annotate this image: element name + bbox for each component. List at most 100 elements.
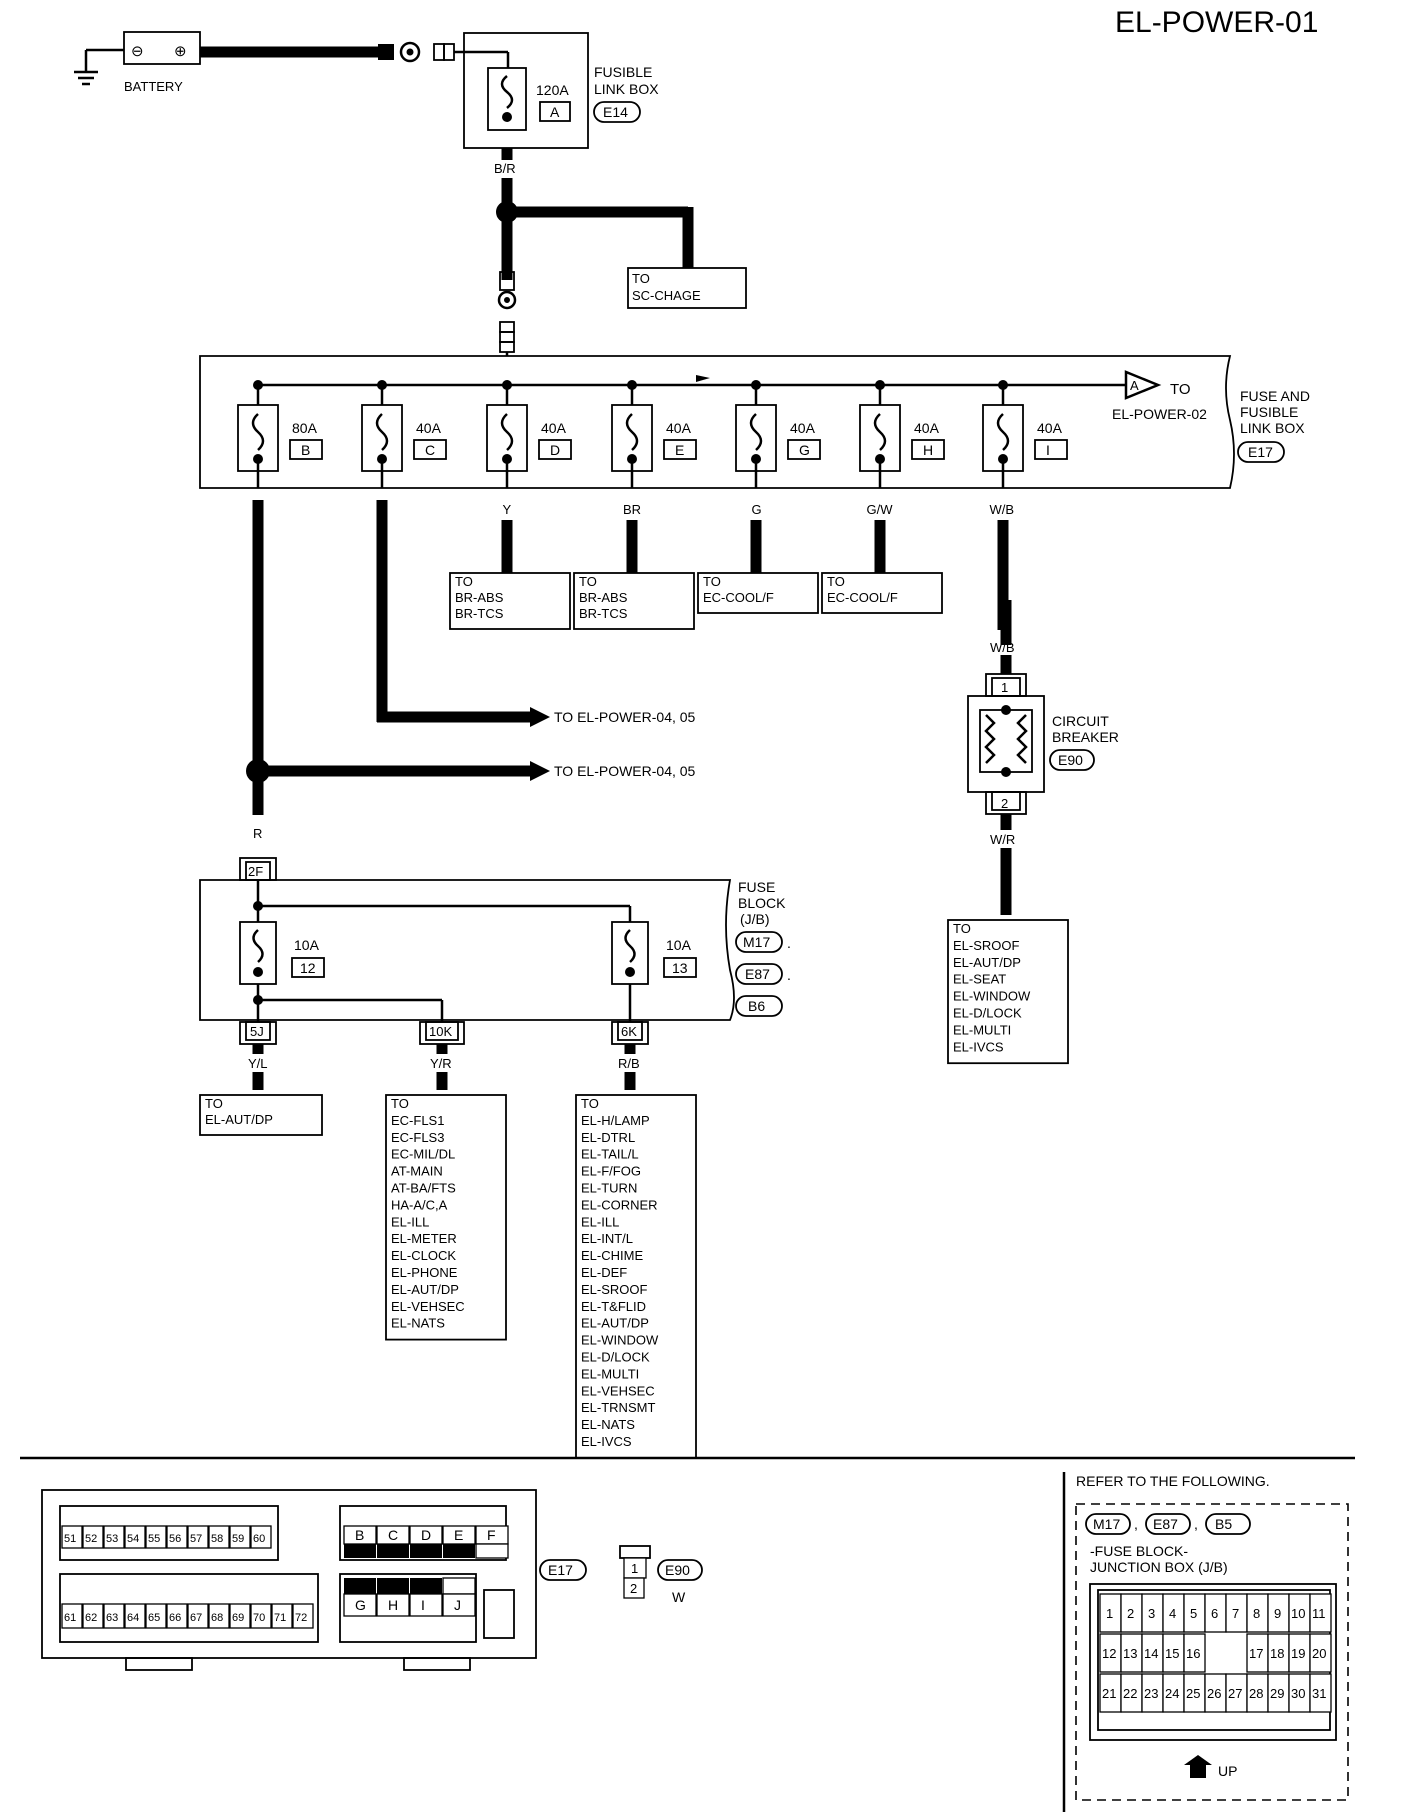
svg-text:E17: E17 — [548, 1562, 573, 1578]
dest-line: EL-DTRL — [581, 1130, 635, 1145]
pin-number: 72 — [295, 1612, 307, 1624]
fuse-g: 40A G G — [735, 380, 821, 517]
svg-text:M17: M17 — [1093, 1516, 1120, 1532]
pin-number: 18 — [1270, 1646, 1284, 1661]
dest-line: EC-MIL/DL — [391, 1147, 455, 1162]
pin-number: 20 — [1312, 1646, 1326, 1661]
pin-number: 8 — [1253, 1606, 1260, 1621]
svg-text:E87: E87 — [1153, 1516, 1178, 1532]
pin-number: 10 — [1291, 1606, 1305, 1621]
pin-number: 55 — [148, 1533, 160, 1545]
pin-letter: B — [355, 1527, 364, 1543]
svg-text:-FUSE BLOCK-: -FUSE BLOCK- — [1090, 1543, 1188, 1559]
battery-label: BATTERY — [124, 79, 183, 94]
fuse-id-label: E — [675, 442, 684, 458]
svg-text:120A: 120A — [536, 82, 569, 98]
svg-text:(J/B): (J/B) — [740, 911, 770, 927]
pin-number: 52 — [85, 1533, 97, 1545]
svg-text:1: 1 — [631, 1561, 638, 1576]
dest-line: EL-ILL — [391, 1214, 429, 1229]
pin-number: 3 — [1148, 1606, 1155, 1621]
dest-line: TO — [455, 574, 473, 589]
svg-text:A: A — [550, 104, 560, 120]
svg-text:5J: 5J — [250, 1024, 264, 1039]
pin-letter: C — [388, 1527, 398, 1543]
pin-letter: J — [454, 1597, 461, 1613]
svg-text:FUSE: FUSE — [738, 879, 775, 895]
dest-line: TO — [581, 1096, 599, 1111]
dest-line: EL-T&FLID — [581, 1299, 646, 1314]
dest-line: EC-COOL/F — [703, 590, 774, 605]
pin-number: 1 — [1106, 1606, 1113, 1621]
pin-number: 64 — [127, 1612, 139, 1624]
dest-line: HA-A/C,A — [391, 1197, 448, 1212]
fuse-id-label: C — [425, 442, 435, 458]
wire-color-label: W/B — [990, 502, 1015, 517]
svg-text:6K: 6K — [621, 1024, 637, 1039]
dest-line: EL-VEHSEC — [391, 1299, 465, 1314]
pin-letter: G — [355, 1597, 366, 1613]
pin-number: 54 — [127, 1533, 139, 1545]
dest-line: EL-TAIL/L — [581, 1147, 639, 1162]
dest-line: EL-VEHSEC — [581, 1383, 655, 1398]
pin-number: 2 — [1127, 1606, 1134, 1621]
svg-text:BREAKER: BREAKER — [1052, 729, 1119, 745]
dest-circuit-breaker: TOEL-SROOFEL-AUT/DPEL-SEATEL-WINDOWEL-D/… — [947, 919, 1069, 1065]
fuse-amp-label: 40A — [416, 420, 442, 436]
svg-text:LINK BOX: LINK BOX — [1240, 420, 1305, 436]
svg-text:W: W — [672, 1589, 686, 1605]
svg-text:E14: E14 — [603, 104, 628, 120]
pin-number: 69 — [232, 1612, 244, 1624]
fuse-amp-label: 40A — [914, 420, 940, 436]
svg-text:BLOCK: BLOCK — [738, 895, 786, 911]
svg-text:,: , — [1194, 1516, 1198, 1532]
pin-number: 14 — [1144, 1646, 1158, 1661]
svg-text:13: 13 — [672, 960, 688, 976]
svg-text:LINK BOX: LINK BOX — [594, 81, 659, 97]
pin-number: 63 — [106, 1612, 118, 1624]
dest-line: EL-INT/L — [581, 1231, 633, 1246]
fuse-amp-label: 40A — [790, 420, 816, 436]
pin-number: 4 — [1169, 1606, 1176, 1621]
fuse-and-fusible-link-box-e17: A TO EL-POWER-02 FUSE AND FUSIBLE LINK B… — [199, 355, 1310, 489]
dest-line: EL-CORNER — [581, 1197, 658, 1212]
pin-number: 21 — [1102, 1686, 1116, 1701]
svg-text:.: . — [787, 935, 791, 951]
dest-line: EL-MULTI — [581, 1366, 639, 1381]
fuse-amp-label: 80A — [292, 420, 318, 436]
pin-number: 19 — [1291, 1646, 1305, 1661]
wire-br-label: B/R — [494, 161, 516, 176]
pin-number: 59 — [232, 1533, 244, 1545]
svg-text:EL-POWER-02: EL-POWER-02 — [1112, 406, 1207, 422]
to-el-power-04-05-b: TO EL-POWER-04, 05 — [554, 763, 696, 779]
dest-line: EL-ILL — [581, 1214, 619, 1229]
pin-number: 71 — [274, 1612, 286, 1624]
pin-number: 5 — [1190, 1606, 1197, 1621]
svg-text:⊕: ⊕ — [174, 43, 187, 60]
wire-color-label: G — [752, 502, 762, 517]
pin-number: 13 — [1123, 1646, 1137, 1661]
fuse-id-label: G — [799, 442, 810, 458]
pin-number: 67 — [190, 1612, 202, 1624]
dest-line: EL-AUT/DP — [581, 1316, 649, 1331]
dest-line: EL-SEAT — [953, 972, 1006, 987]
fusible-link-box-e14: 120A A FUSIBLE LINK BOX E14 — [463, 32, 659, 149]
pin-number: 31 — [1312, 1686, 1326, 1701]
pin-number: 23 — [1144, 1686, 1158, 1701]
pin-number: 12 — [1102, 1646, 1116, 1661]
dest-line: EL-TURN — [581, 1181, 637, 1196]
dest-line: EL-IVCS — [953, 1039, 1004, 1054]
pin-number: 28 — [1249, 1686, 1263, 1701]
dest-line: TO — [579, 574, 597, 589]
circuit-breaker-e90: W/B 1 2 W/R CIRCUIT BREAKER E90 — [967, 600, 1119, 915]
pin-number: 7 — [1232, 1606, 1239, 1621]
page-title: EL-POWER-01 — [1115, 6, 1318, 39]
pin-number: 25 — [1186, 1686, 1200, 1701]
dest-line: AT-BA/FTS — [391, 1181, 456, 1196]
